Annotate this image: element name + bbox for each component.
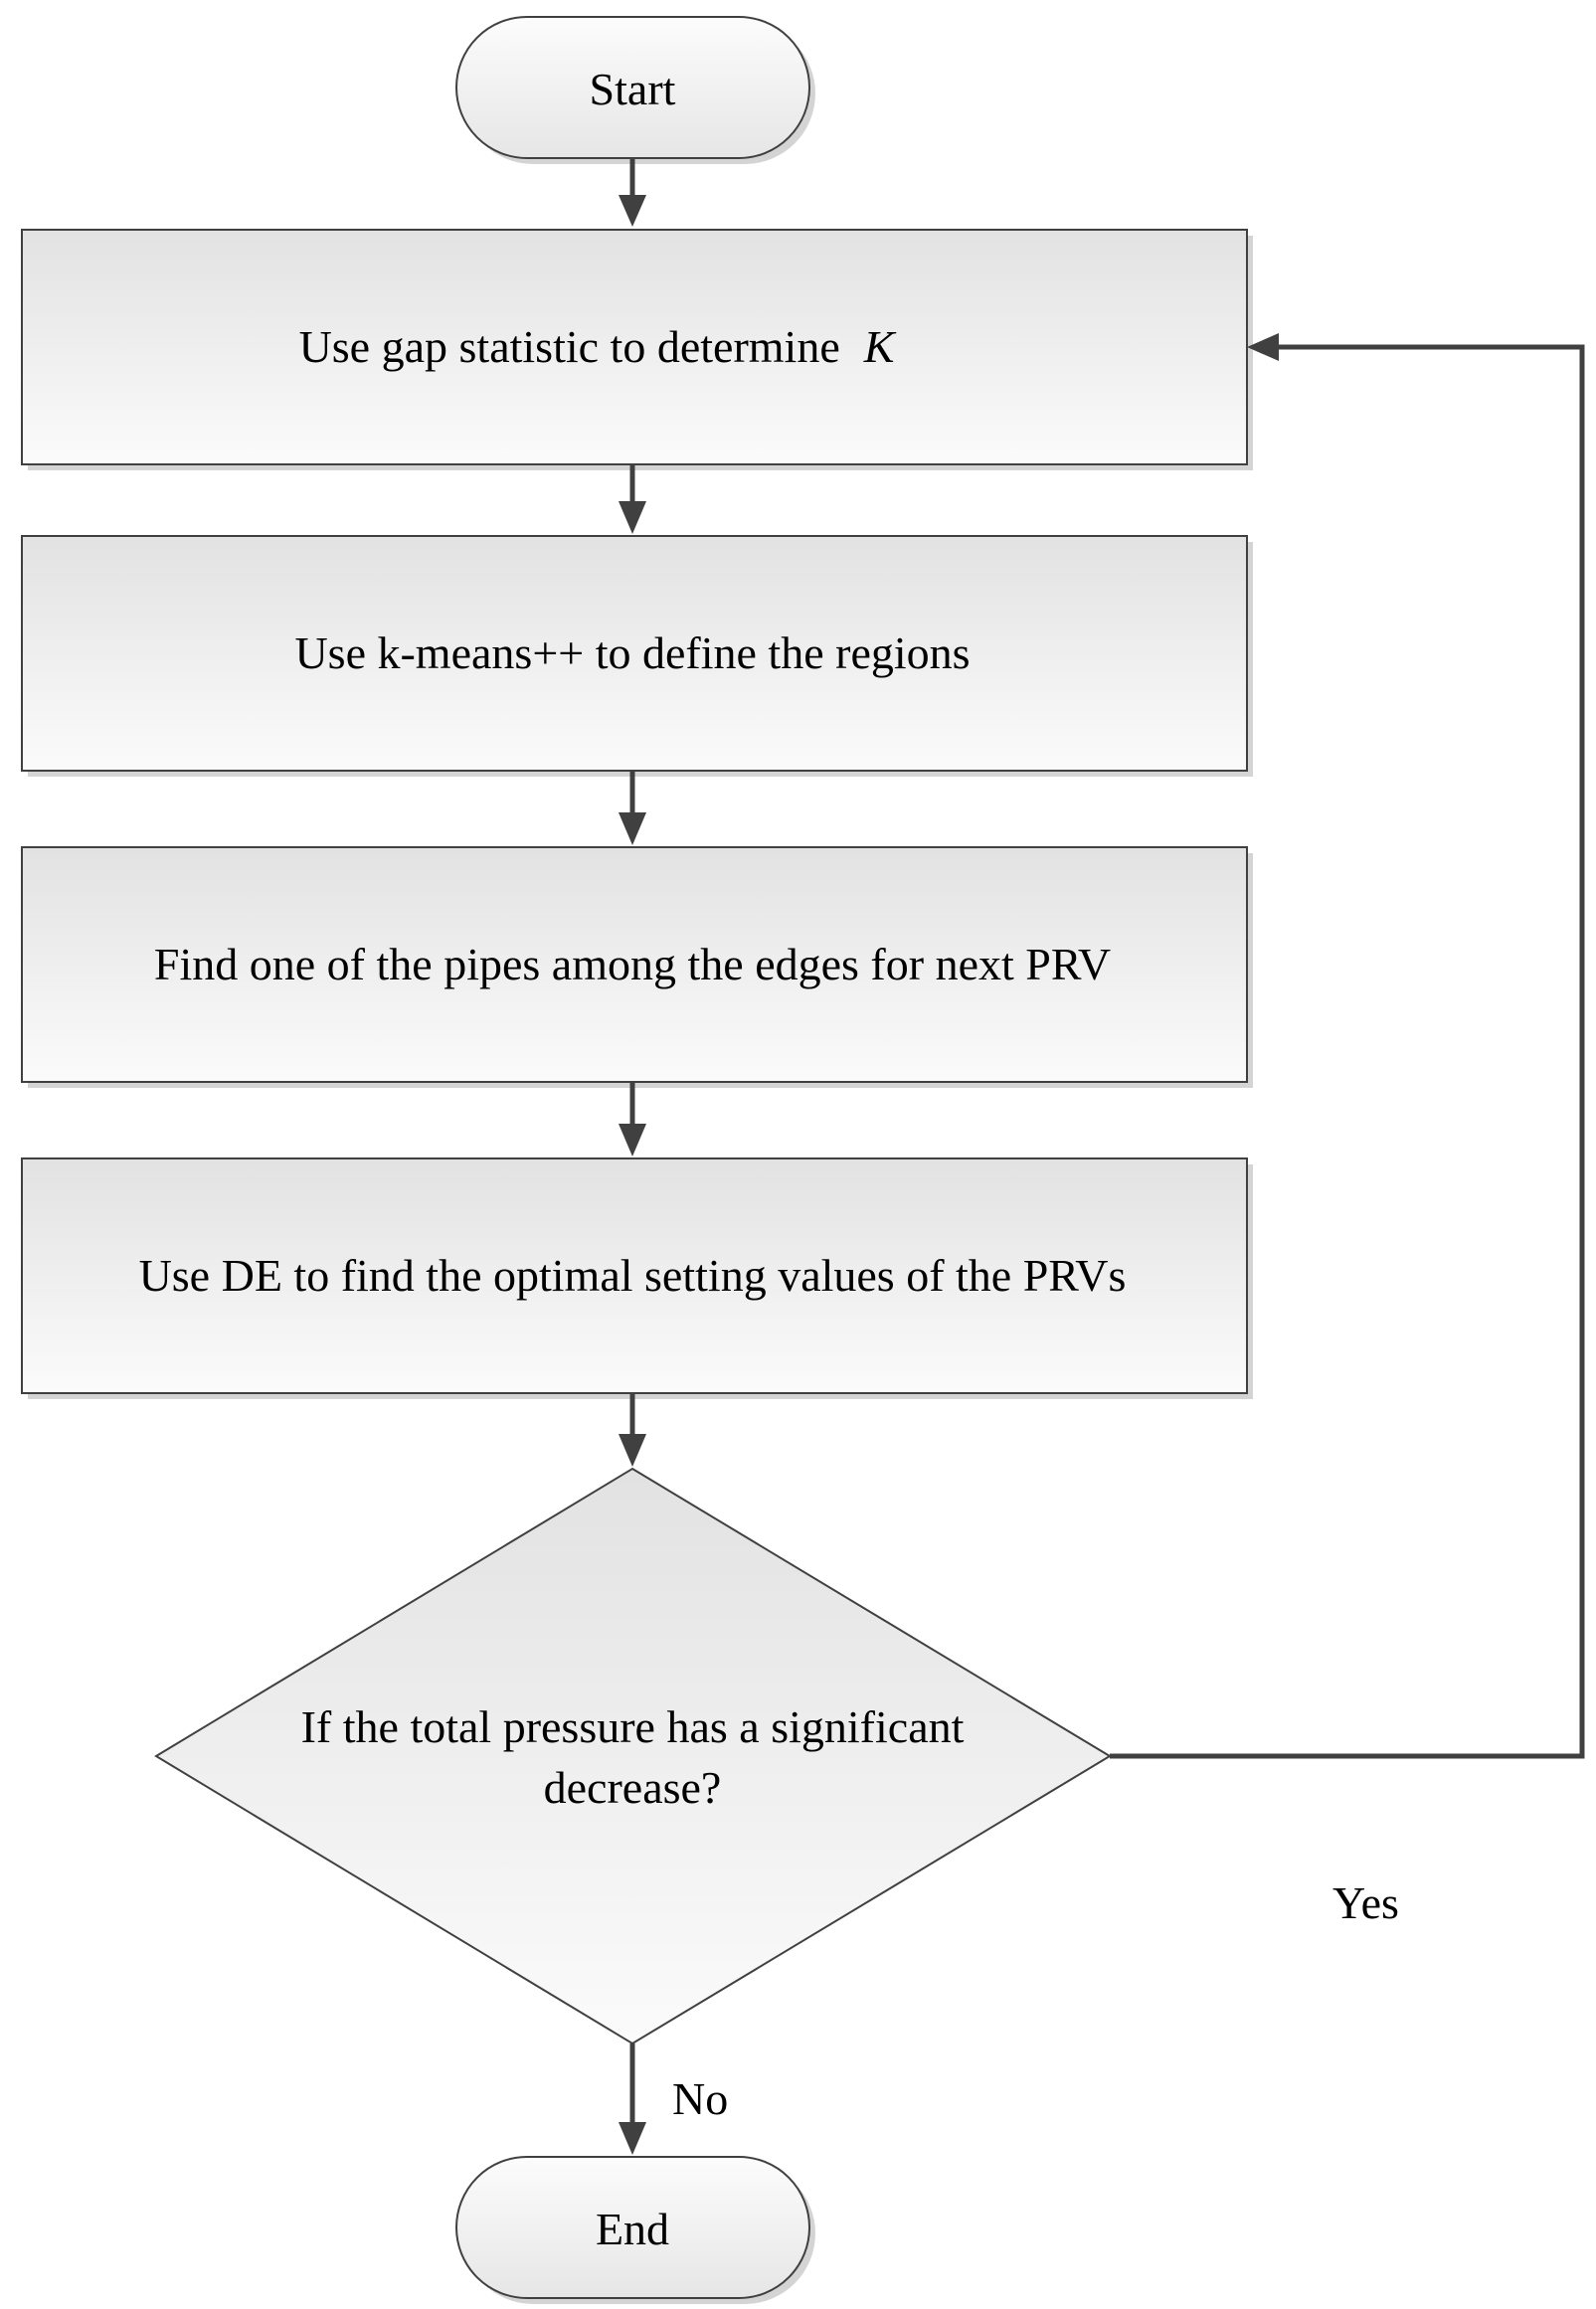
arrow-yes-loop <box>1110 333 1585 1759</box>
step-gap-statistic: Use gap statistic to determine K <box>21 229 1253 470</box>
arrow-start-to-step1 <box>619 158 646 227</box>
decision-line-2: decrease? <box>544 1762 722 1813</box>
yes-label: Yes <box>1332 1877 1399 1928</box>
arrow-step1-to-step2 <box>619 464 646 534</box>
step-kmeans-label: Use k-means++ to define the regions <box>294 627 970 678</box>
step-de-optimize: Use DE to find the optimal setting value… <box>21 1157 1253 1399</box>
arrow-step3-to-step4 <box>619 1082 646 1156</box>
end-label: End <box>596 2204 669 2254</box>
no-label: No <box>672 2073 728 2124</box>
step-find-pipe: Find one of the pipes among the edges fo… <box>21 846 1253 1088</box>
end-terminal: End <box>455 2156 815 2304</box>
arrow-step2-to-step3 <box>619 771 646 845</box>
start-label: Start <box>590 64 676 114</box>
decision-diamond: If the total pressure has a significant … <box>154 1467 1112 2045</box>
arrow-step4-to-decision <box>619 1393 646 1467</box>
step-find-pipe-label: Find one of the pipes among the edges fo… <box>154 939 1111 989</box>
decision-line-1: If the total pressure has a significant <box>301 1701 965 1752</box>
step-de-optimize-label: Use DE to find the optimal setting value… <box>139 1250 1127 1301</box>
arrow-no-to-end <box>619 2043 646 2155</box>
step-kmeans: Use k-means++ to define the regions <box>21 535 1253 777</box>
step-gap-statistic-text: Use gap statistic to determine <box>299 321 840 372</box>
step-gap-statistic-label: Use gap statistic to determine K <box>299 321 897 372</box>
k-variable: K <box>863 321 897 372</box>
start-terminal: Start <box>455 16 815 164</box>
